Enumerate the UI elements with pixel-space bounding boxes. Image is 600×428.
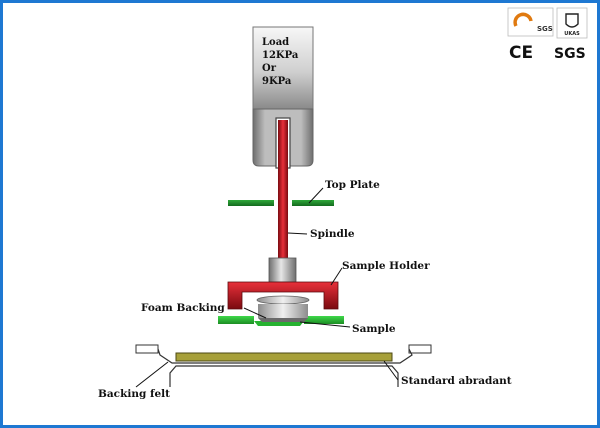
label-sample-holder: Sample Holder	[342, 260, 430, 272]
ukas-logo: UKAS	[556, 7, 588, 39]
backing-felt	[169, 365, 399, 387]
load-line-2: 12KPa	[262, 50, 299, 61]
label-standard-abradant: Standard abradant	[401, 375, 512, 387]
ukas-text: UKAS	[564, 31, 580, 37]
ce-mark: CE	[509, 43, 533, 63]
top-plate	[228, 200, 334, 206]
load-line-3: Or	[262, 63, 277, 74]
top-sgs-text: SGS	[537, 25, 553, 33]
label-backing-felt: Backing felt	[98, 388, 170, 400]
leader-lines	[135, 187, 399, 388]
load-line-1: Load	[262, 37, 289, 48]
sample-holder	[227, 257, 339, 310]
spindle	[278, 120, 288, 258]
standard-abradant	[175, 352, 393, 362]
crown-shield-icon	[565, 13, 579, 28]
abradant-table	[135, 344, 432, 387]
label-top-plate: Top Plate	[325, 179, 380, 191]
foam-backing	[218, 316, 344, 326]
load-line-4: 9KPa	[262, 76, 292, 87]
bottom-sgs-text: SGS	[554, 46, 586, 62]
label-foam-backing: Foam Backing	[141, 302, 225, 314]
sgs-certification-logo: SGS	[507, 7, 554, 37]
sample	[256, 295, 310, 322]
sgs-swirl-icon	[513, 12, 533, 27]
label-sample: Sample	[352, 323, 396, 335]
label-spindle: Spindle	[310, 228, 355, 240]
